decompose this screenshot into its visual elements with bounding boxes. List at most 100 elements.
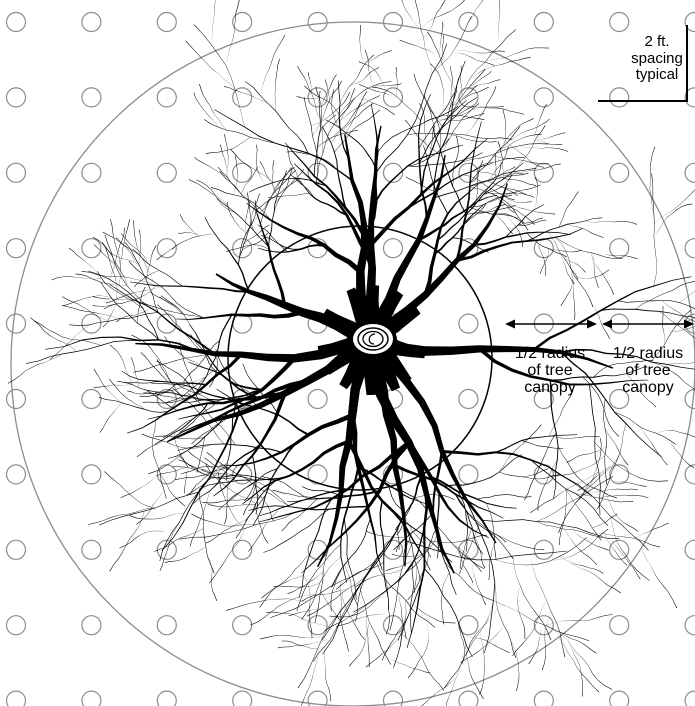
root-branch (467, 0, 484, 24)
root-branch (181, 466, 229, 475)
root-branch (548, 390, 574, 437)
root-branch (411, 494, 455, 501)
root-branch (474, 231, 571, 246)
root-branch (479, 631, 485, 695)
root-branch (116, 306, 156, 323)
grid-hole (156, 313, 177, 334)
root-branch (459, 551, 474, 583)
spacing-label-line2: spacing (631, 50, 683, 67)
root-branch (313, 591, 357, 662)
grid-hole (533, 87, 554, 108)
grid-hole (382, 238, 404, 259)
root-branch (404, 521, 421, 581)
root-branch (421, 670, 458, 706)
root-branch (582, 513, 618, 533)
root-branch (603, 398, 608, 485)
root-branch (494, 582, 517, 658)
grid-hole (156, 539, 177, 560)
root-branch (409, 564, 414, 634)
root-branch (436, 492, 457, 595)
root-branch (314, 546, 330, 624)
root-branch (120, 472, 160, 498)
main-root (215, 273, 375, 347)
grid-hole (81, 690, 102, 706)
root-branch (486, 503, 497, 560)
root-branch (497, 141, 504, 180)
root-branch (460, 65, 463, 96)
root-branch (614, 412, 676, 445)
inner-radius-label-line2: of tree (527, 362, 572, 379)
root-branch (345, 91, 368, 133)
root-branch (484, 194, 508, 205)
spacing-label-line3: typical (636, 66, 679, 83)
root-branch (507, 202, 556, 215)
grid-hole (533, 690, 554, 706)
root-branch (266, 611, 330, 627)
root-branch (133, 354, 208, 373)
root-branch (559, 556, 622, 594)
root-branch (679, 291, 695, 303)
root-branch (248, 505, 369, 511)
root-branch (423, 184, 478, 296)
grid-hole (684, 690, 695, 706)
root-branch (146, 245, 157, 280)
root-branch (359, 25, 365, 65)
root-branch (655, 430, 695, 438)
main-root (344, 134, 378, 342)
root-branch (128, 261, 204, 319)
root-branch (429, 534, 487, 543)
root-branch (397, 515, 404, 550)
root-branch (605, 490, 639, 532)
grid-hole (382, 11, 404, 33)
root-branch (199, 84, 227, 131)
root-branch (389, 540, 414, 631)
root-branch (258, 244, 325, 253)
root-branch (104, 471, 156, 509)
root-branch (235, 479, 277, 539)
root-branch (194, 157, 228, 177)
root-branch (418, 94, 431, 220)
root-branch (339, 88, 356, 128)
root-branch (538, 243, 547, 276)
root-branch (187, 361, 263, 391)
root-branch (442, 35, 444, 65)
root-branch (162, 419, 193, 438)
main-root (135, 334, 374, 363)
root-branch (424, 568, 473, 657)
root-branch (435, 106, 475, 124)
root-branch (49, 324, 90, 360)
root-branch (240, 166, 258, 197)
root-branch (124, 242, 159, 313)
root-branch (147, 391, 286, 420)
root-branch (159, 296, 183, 315)
root-branch (178, 459, 224, 477)
grid-hole (533, 388, 554, 410)
root-branch (456, 228, 583, 262)
root-branch (129, 512, 185, 520)
root-branch (419, 103, 427, 153)
root-branch (323, 646, 331, 702)
grid-hole (609, 464, 630, 485)
root-branch (379, 500, 389, 611)
root-branch (175, 467, 229, 481)
root-branch (545, 614, 613, 626)
root-branch (121, 233, 148, 264)
root-branch (143, 392, 202, 401)
root-branch (651, 173, 657, 287)
root-branch (499, 468, 549, 477)
root-branch (25, 340, 140, 364)
grid-hole (609, 539, 630, 560)
root-branch (330, 518, 371, 588)
root-branch (593, 494, 649, 499)
grid-hole (382, 690, 404, 706)
root-branch (555, 630, 600, 693)
root-branch (394, 463, 504, 519)
root-branch (534, 177, 538, 210)
grid-hole (307, 11, 328, 33)
root-branch (179, 342, 194, 388)
root-branch (274, 169, 305, 204)
root-branch (407, 132, 513, 140)
root-branch (164, 546, 206, 563)
grid-hole (81, 313, 102, 334)
root-branch (248, 508, 280, 552)
